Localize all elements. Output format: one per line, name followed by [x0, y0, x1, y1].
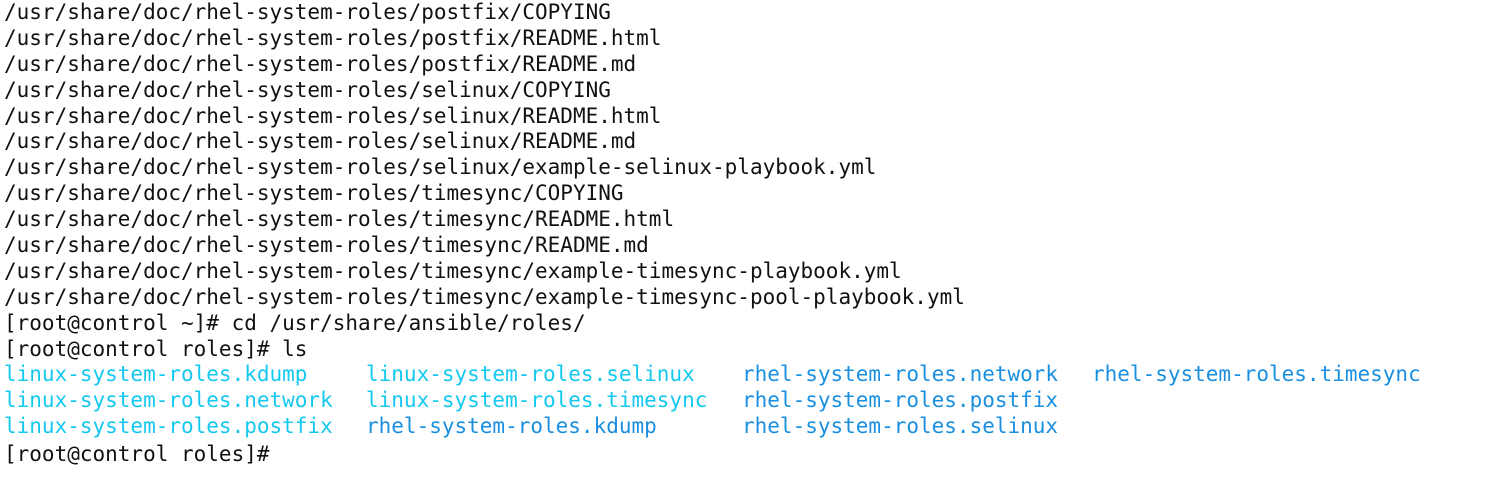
output-line: /usr/share/doc/rhel-system-roles/selinux… [4, 129, 637, 154]
output-line: /usr/share/doc/rhel-system-roles/selinux… [4, 77, 611, 102]
output-line: /usr/share/doc/rhel-system-roles/selinux… [4, 155, 877, 180]
output-line: /usr/share/doc/rhel-system-roles/postfix… [4, 25, 662, 50]
ls-output-row: linux-system-roles.postfix rhel-system-r… [4, 414, 1488, 440]
cd-command-line: [root@control ~]# cd /usr/share/ansible/… [4, 310, 586, 335]
ls-entry-directory: rhel-system-roles.postfix [742, 388, 1059, 413]
shell-prompt[interactable]: [root@control roles]# [4, 440, 1488, 466]
output-line: /usr/share/doc/rhel-system-roles/postfix… [4, 51, 637, 76]
ls-entry-symlink: linux-system-roles.postfix [4, 414, 333, 439]
output-line: /usr/share/doc/rhel-system-roles/postfix… [4, 0, 611, 24]
ls-entry-symlink: linux-system-roles.network [4, 388, 333, 413]
output-line: /usr/share/doc/rhel-system-roles/timesyn… [4, 233, 649, 258]
output-line: /usr/share/doc/rhel-system-roles/selinux… [4, 103, 662, 128]
ls-entry-directory: rhel-system-roles.network [742, 362, 1059, 387]
ls-entry-symlink: linux-system-roles.kdump [4, 362, 308, 387]
output-line: /usr/share/doc/rhel-system-roles/timesyn… [4, 207, 675, 232]
output-line: /usr/share/doc/rhel-system-roles/timesyn… [4, 258, 902, 283]
prompt-text: [root@control roles]# [4, 442, 270, 467]
ls-entry-directory: rhel-system-roles.kdump [366, 414, 657, 439]
ls-entry-symlink: linux-system-roles.timesync [366, 388, 708, 413]
ls-entry-directory: rhel-system-roles.selinux [742, 414, 1059, 439]
ls-entry-symlink: linux-system-roles.selinux [366, 362, 695, 387]
ls-command-line: [root@control roles]# ls [4, 336, 308, 361]
output-line: /usr/share/doc/rhel-system-roles/timesyn… [4, 284, 965, 309]
ls-output-row: linux-system-roles.network linux-system-… [4, 388, 1488, 414]
output-line: /usr/share/doc/rhel-system-roles/timesyn… [4, 181, 624, 206]
ls-output-row: linux-system-roles.kdump linux-system-ro… [4, 362, 1488, 388]
ls-entry-directory: rhel-system-roles.timesync [1092, 362, 1421, 387]
